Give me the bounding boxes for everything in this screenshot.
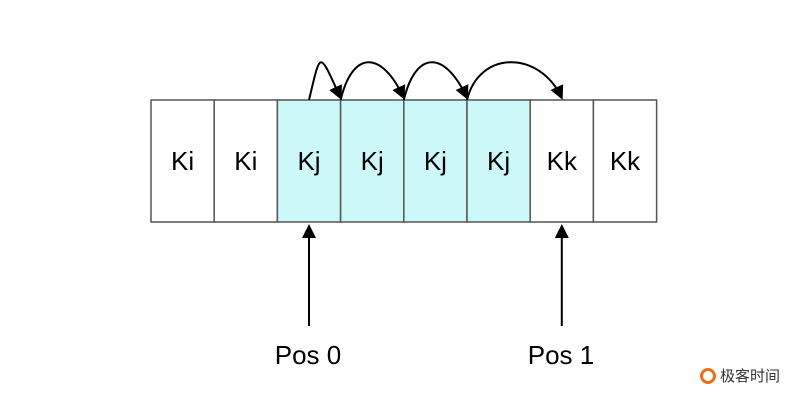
cell-label: Kk	[610, 146, 641, 176]
array-cell	[529, 99, 595, 223]
cell-label: Kj	[297, 146, 320, 176]
array-cell	[403, 99, 468, 223]
array-cell	[466, 99, 531, 223]
hop-arrow	[402, 61, 469, 101]
array-cell	[592, 99, 658, 223]
array-cell	[150, 99, 215, 223]
logo-icon	[700, 367, 716, 384]
cell-label: Kj	[424, 146, 447, 176]
hop-arrow	[466, 61, 564, 101]
pointer-label-pos0: Pos 0	[274, 340, 342, 370]
hop-arrow	[308, 61, 342, 101]
cell-label: Ki	[234, 146, 257, 176]
watermark-text: 极客时间	[720, 368, 781, 385]
cell-label: Kj	[361, 146, 384, 176]
pointer-label-pos1: Pos 1	[527, 340, 595, 370]
hop-arrow	[339, 61, 406, 101]
watermark-logo: 极客时间	[700, 365, 780, 386]
cell-label: Kj	[487, 146, 510, 176]
cell-label: Kk	[547, 146, 578, 176]
array-cell	[213, 99, 279, 223]
cell-label: Ki	[171, 146, 194, 176]
